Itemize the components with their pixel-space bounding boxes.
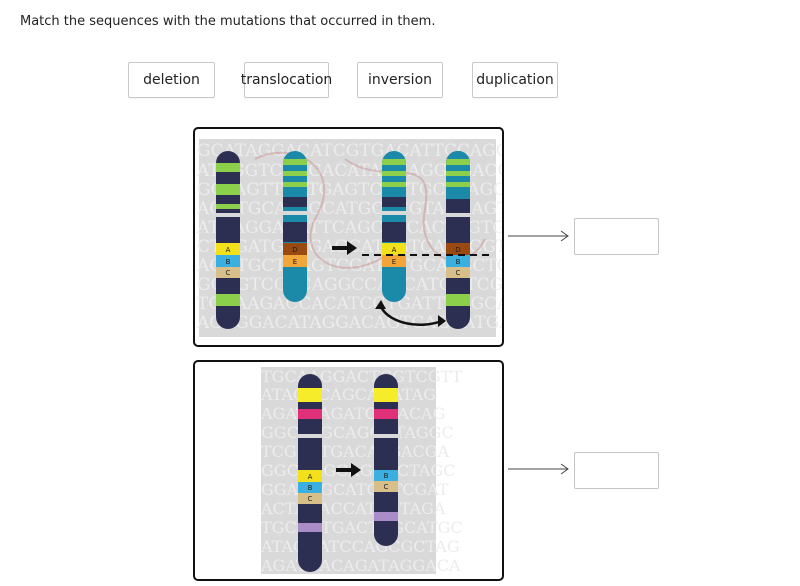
- svg-text:GGATCGCATCGTCGAT: GGATCGCATCGTCGAT: [261, 480, 449, 499]
- chromosome-2: D E: [281, 151, 309, 302]
- svg-text:AGAGGACATAGGACAGTCAGCATGA: AGAGGACATAGGACAGTCAGCATGA: [196, 313, 502, 333]
- band-label: A: [226, 246, 231, 254]
- band-label: A: [308, 473, 313, 481]
- band-label: E: [293, 258, 297, 266]
- svg-text:GCATAGGACATCGTGACATTCCAGCA: GCATAGGACATCGTGACATTCCAGCA: [197, 141, 502, 161]
- band-label: B: [456, 258, 461, 266]
- figure-1-watermark: GCATAGGACATCGTGACATTCCAGCA ATAGGTCAGGACA…: [196, 141, 502, 333]
- svg-text:GCAGTCGTCAGGCCAGCATGCTCGACAG: GCAGTCGTCAGGCCAGCATGCTCGACAG: [197, 275, 502, 295]
- figure-1-graphic: GCATAGGACATCGTGACATTCCAGCA ATAGGTCAGGACA…: [196, 139, 502, 337]
- band-label: D: [455, 246, 460, 254]
- option-deletion[interactable]: deletion: [128, 62, 215, 98]
- svg-text:TGCAGTGACTCGCATGC: TGCAGTGACTCGCATGC: [261, 518, 463, 537]
- svg-text:ATAGCCAGCAGATAG: ATAGCCAGCAGATAG: [260, 385, 436, 404]
- band-label: B: [308, 484, 313, 492]
- svg-text:GGCTAGCAGCGTAGGC: GGCTAGCAGCGTAGGC: [261, 423, 454, 442]
- svg-text:TGCAAGGACTCGTCGTT: TGCAAGGACTCGTCGTT: [261, 367, 463, 386]
- figure-2-panel: TGCAAGGACTCGTCGTT ATAGCCAGCAGATAG AGATCA…: [193, 360, 504, 581]
- svg-text:AGGTGCATAGCATGCTCGTAGCAGTCAC: AGGTGCATAGCATGCTCGTAGCAGTCAC: [196, 199, 502, 219]
- svg-text:AGGTGCTCAGTCGATCTGCATGCTCGTA: AGGTGCTCAGTCGATCTGCATGCTCGTA: [196, 256, 502, 276]
- svg-text:GCTAGTTCATGAGTCGTTGCATAGCAAT: GCTAGTTCATGAGTCGTTGCATAGCAAT: [197, 180, 502, 200]
- option-duplication[interactable]: duplication: [472, 62, 558, 98]
- band-label: B: [226, 258, 231, 266]
- answer-drop-zone-1[interactable]: [574, 218, 659, 255]
- answer-drop-zone-2[interactable]: [574, 452, 659, 489]
- svg-text:ATAGGTCAGGACATAGCAGGTGACGTCA: ATAGGTCAGGACATAGCAGGTGACGTCA: [196, 161, 502, 181]
- band-label: D: [292, 246, 297, 254]
- chromosome-3: A E: [380, 151, 408, 302]
- option-translocation[interactable]: translocation: [241, 62, 332, 98]
- band-label: A: [392, 246, 397, 254]
- svg-text:AGATGACAGATAGGACA: AGATGACAGATAGGACA: [260, 556, 461, 575]
- right-arrow-icon: [332, 241, 357, 255]
- svg-text:ATAGCATCCAGCGCTAG: ATAGCATCCAGCGCTAG: [260, 537, 460, 556]
- figure-2-watermark: TGCAAGGACTCGTCGTT ATAGCCAGCAGATAG AGATCA…: [260, 367, 463, 575]
- right-arrow-icon: [336, 463, 361, 477]
- band-label: C: [456, 269, 461, 277]
- question-text: Match the sequences with the mutations t…: [20, 14, 436, 29]
- chromosome-4: D B C: [444, 151, 472, 329]
- svg-text:ATCAGGACATTCAGCATCACTAGTGTCA: ATCAGGACATTCAGCATCACTAGTGTCA: [196, 218, 502, 238]
- arrow-icon: [508, 463, 569, 475]
- chromosome-1: A B C: [214, 151, 242, 329]
- svg-text:AGATCAGATCATACAG: AGATCAGATCATACAG: [260, 404, 445, 423]
- band-label: C: [226, 269, 231, 277]
- option-inversion[interactable]: inversion: [357, 62, 443, 98]
- svg-text:TGCAAGACCACATCGTGATTCAGCAGCA: TGCAAGACCACATCGTGATTCAGCAGCA: [197, 294, 502, 314]
- band-label: B: [384, 472, 389, 480]
- band-label: E: [392, 258, 396, 266]
- figure-1-panel: GCATAGGACATCGTGACATTCCAGCA ATAGGTCAGGACA…: [193, 127, 504, 347]
- figure-2-graphic: TGCAAGGACTCGTCGTT ATAGCCAGCAGATAG AGATCA…: [260, 367, 463, 575]
- chromosome-1: A B C: [296, 374, 324, 572]
- band-label: C: [384, 483, 389, 491]
- svg-text:TCGCATGACATGACGA: TCGCATGACATGACGA: [261, 442, 450, 461]
- band-label: C: [308, 495, 313, 503]
- arrow-icon: [508, 230, 569, 242]
- svg-text:ACTAGACCATAGTAGA: ACTAGACCATAGTAGA: [260, 499, 446, 518]
- chromosome-2: B C: [372, 374, 400, 546]
- curved-arrow-icon: [375, 300, 446, 327]
